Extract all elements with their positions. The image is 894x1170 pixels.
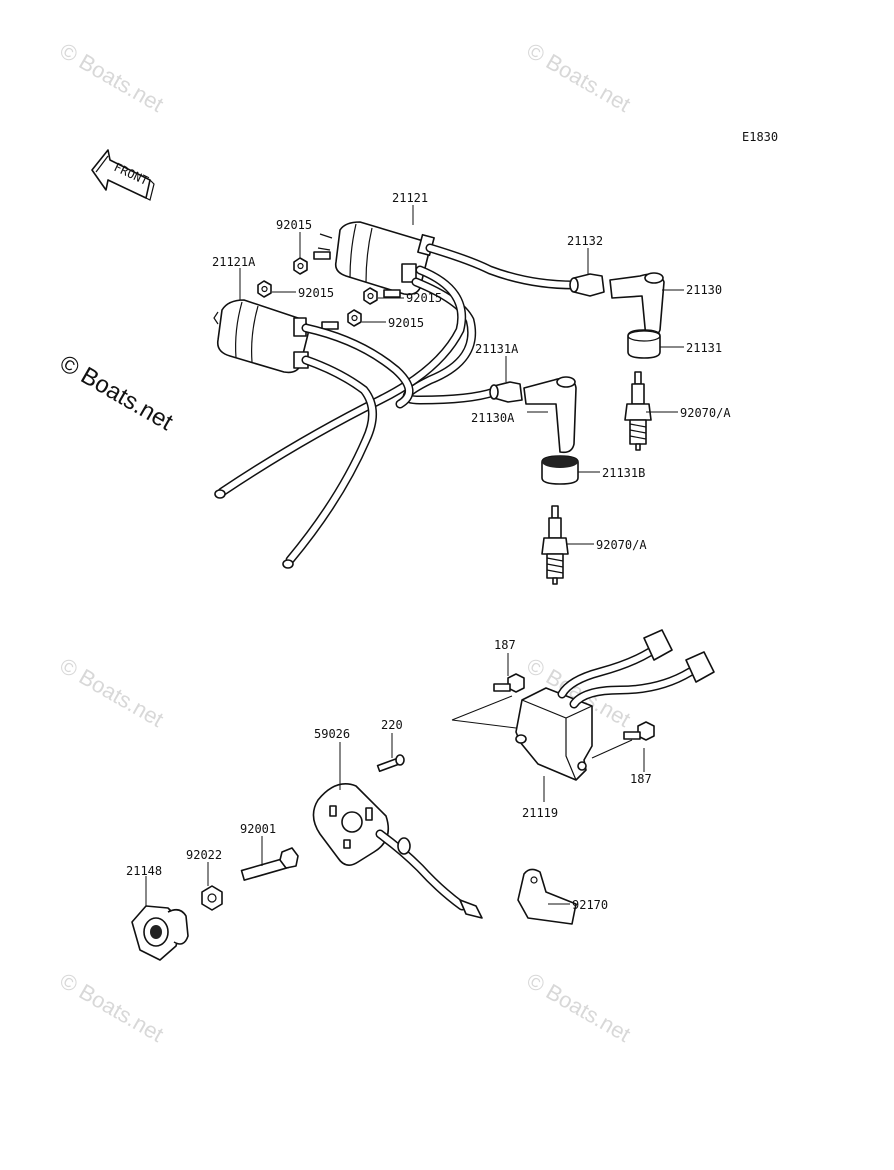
watermark-dark-left: © Boats.net (55, 350, 178, 436)
leader-lines-lower (145, 733, 570, 906)
cap-seal-21132 (569, 273, 605, 297)
ignition-coil-21121A (213, 299, 310, 374)
front-arrow-icon: FRONT (91, 149, 155, 201)
seal-21131B (541, 455, 579, 485)
screw-220 (376, 754, 405, 773)
spark-plug-92070A-lower (541, 505, 569, 585)
washer-92022 (201, 885, 223, 911)
nut-92015-b (257, 280, 272, 298)
leader-lines-upper (239, 205, 684, 545)
label-220: 220 (381, 718, 403, 732)
spark-plug-92070A-upper (624, 371, 652, 451)
high-tension-leads (214, 243, 579, 569)
label-21121A: 21121A (212, 255, 256, 269)
nut-92015-c (363, 287, 378, 305)
timing-rotor-21148 (131, 905, 189, 961)
label-21148: 21148 (126, 864, 162, 878)
igniter-21119 (515, 629, 715, 781)
label-21130: 21130 (686, 283, 722, 297)
watermark-top-right: © Boats.net (523, 38, 635, 117)
seal-21131 (627, 329, 661, 359)
label-21131: 21131 (686, 341, 722, 355)
diagram-code: E1830 (742, 130, 778, 144)
clamp-92170 (517, 868, 577, 925)
plug-cap-21130A (523, 376, 577, 454)
pickup-plate-59026 (312, 783, 483, 919)
label-187-b: 187 (630, 772, 652, 786)
nut-92015-a (293, 257, 308, 275)
label-92070A-lower: 92070/A (596, 538, 647, 552)
label-92015-b: 92015 (298, 286, 334, 300)
label-21130A: 21130A (471, 411, 515, 425)
label-59026: 59026 (314, 727, 350, 741)
label-92022: 92022 (186, 848, 222, 862)
nut-92015-d (347, 309, 362, 327)
label-92015-c: 92015 (406, 291, 442, 305)
label-21131A: 21131A (475, 342, 519, 356)
label-92015-d: 92015 (388, 316, 424, 330)
bolt-92001 (240, 847, 299, 881)
watermark-bottom-left: © Boats.net (56, 968, 168, 1047)
bolt-187-a (493, 673, 525, 693)
watermark-mid-left: © Boats.net (56, 653, 168, 732)
label-92170: 92170 (572, 898, 608, 912)
label-21132: 21132 (567, 234, 603, 248)
label-92001: 92001 (240, 822, 276, 836)
watermark-bottom-right: © Boats.net (523, 968, 635, 1047)
label-21121: 21121 (392, 191, 428, 205)
plug-cap-21130 (609, 272, 665, 340)
coil-studs (313, 251, 401, 330)
leader-lines-187 (451, 653, 645, 802)
label-92015-a: 92015 (276, 218, 312, 232)
bolt-187-b (623, 721, 655, 741)
label-92070A-upper: 92070/A (680, 406, 731, 420)
cap-seal-21131A (489, 381, 523, 403)
label-187-a: 187 (494, 638, 516, 652)
watermark-top-left: © Boats.net (56, 38, 168, 117)
label-21131B: 21131B (602, 466, 645, 480)
label-21119: 21119 (522, 806, 558, 820)
